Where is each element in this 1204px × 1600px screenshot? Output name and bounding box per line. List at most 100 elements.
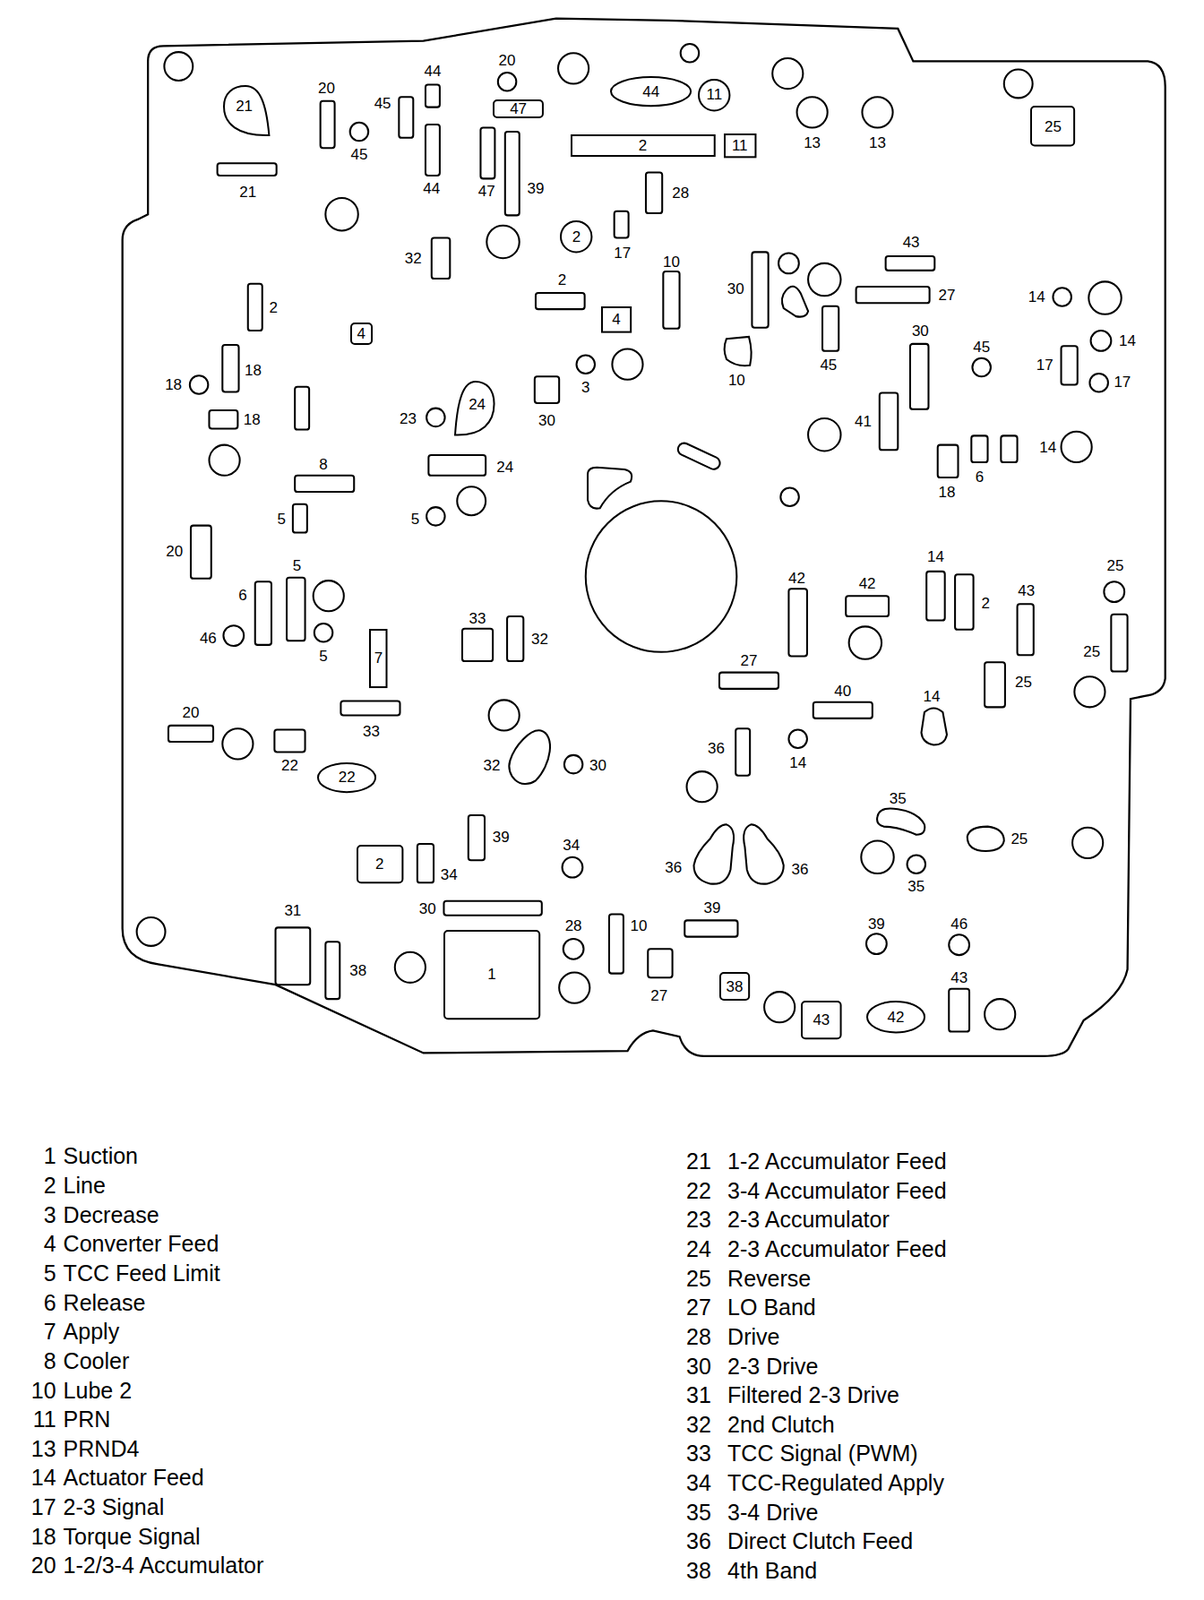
passage-slot bbox=[468, 815, 485, 860]
passage-hole bbox=[350, 122, 370, 142]
callout-number: 44 bbox=[423, 62, 441, 78]
passage-hole bbox=[163, 51, 193, 81]
callout-number: 28 bbox=[565, 918, 583, 934]
passage-hole bbox=[208, 445, 240, 476]
passage-hole bbox=[1103, 581, 1125, 602]
passage-hole bbox=[984, 998, 1015, 1030]
legend-entry: Suction bbox=[63, 1144, 138, 1168]
passage-slot bbox=[292, 504, 308, 534]
legend-entry: 8 bbox=[43, 1349, 57, 1372]
legend-entry: Torque Signal bbox=[63, 1524, 201, 1548]
callout-number: 39 bbox=[868, 915, 886, 931]
callout-number: 5 bbox=[318, 648, 327, 664]
legend-entry: 36 bbox=[686, 1530, 712, 1553]
legend-entry: 31 bbox=[686, 1384, 712, 1407]
passage-hole bbox=[1091, 330, 1112, 352]
passage-slot bbox=[255, 581, 272, 645]
passage-slot bbox=[926, 571, 946, 621]
callout-number: 39 bbox=[526, 180, 544, 196]
passage-hole bbox=[395, 952, 426, 983]
callout-number: 30 bbox=[538, 412, 556, 429]
callout-number: 27 bbox=[938, 287, 956, 303]
callout-number: 8 bbox=[318, 456, 327, 473]
legend-entry: 3 bbox=[43, 1203, 57, 1226]
passage-number: 2 bbox=[572, 229, 581, 245]
passage-hole bbox=[788, 729, 808, 749]
passage-slot bbox=[1000, 435, 1017, 463]
passage-slot bbox=[647, 948, 672, 978]
legend-entry: TCC Signal (PWM) bbox=[727, 1442, 919, 1465]
passage-hole bbox=[808, 263, 841, 296]
callout-number: 13 bbox=[868, 135, 886, 151]
legend-entry: 35 bbox=[686, 1500, 712, 1523]
callout-number: 35 bbox=[907, 877, 925, 894]
callout-number: 44 bbox=[422, 180, 440, 196]
legend-entry: 25 bbox=[686, 1266, 712, 1290]
callout-number: 14 bbox=[1039, 438, 1057, 455]
callout-number: 2 bbox=[558, 272, 567, 288]
callout-number: 25 bbox=[1083, 643, 1101, 659]
passage-blob bbox=[508, 730, 551, 784]
passage-slot bbox=[662, 271, 680, 329]
legend-entry: 24 bbox=[686, 1238, 712, 1261]
passage-hole bbox=[860, 841, 894, 874]
callout-number: 14 bbox=[1028, 289, 1046, 305]
legend-entry: 1-2 Accumulator Feed bbox=[727, 1150, 947, 1173]
passage-number: 4 bbox=[356, 326, 365, 342]
callout-number: 25 bbox=[1010, 831, 1028, 847]
passage-slot bbox=[954, 574, 974, 630]
callout-number: 20 bbox=[318, 79, 336, 95]
passage-slot bbox=[885, 256, 936, 271]
passage-hole bbox=[907, 855, 927, 875]
passage-slot bbox=[505, 131, 520, 215]
passage-number: 42 bbox=[887, 1009, 905, 1025]
passage-blob bbox=[967, 826, 1005, 852]
passage-slot bbox=[645, 172, 663, 215]
legend-entry: Line bbox=[63, 1174, 106, 1197]
legend-entry: 4 bbox=[43, 1232, 57, 1256]
legend-entry: 13 bbox=[31, 1436, 57, 1460]
passage-hole bbox=[562, 857, 584, 878]
plate-outline bbox=[122, 18, 1166, 1057]
passage-slot bbox=[534, 376, 559, 404]
callout-number: 45 bbox=[972, 339, 990, 355]
passage-slot bbox=[340, 701, 400, 716]
callout-number: 41 bbox=[854, 413, 872, 430]
passage-hole bbox=[314, 623, 334, 643]
passage-slot bbox=[425, 85, 440, 108]
callout-number: 36 bbox=[664, 860, 682, 876]
legend-entry: 21 bbox=[686, 1150, 712, 1173]
passage-hole bbox=[223, 625, 244, 646]
passage-hole bbox=[137, 917, 166, 946]
callout-number: 10 bbox=[630, 918, 648, 934]
legend-entry: 7 bbox=[43, 1320, 57, 1343]
passage-box: 47 bbox=[492, 99, 544, 119]
passage-blob bbox=[743, 824, 784, 884]
legend-entry: 3-4 Accumulator Feed bbox=[727, 1178, 947, 1202]
legend-entry: 17 bbox=[31, 1496, 57, 1519]
passage-slot bbox=[294, 475, 354, 492]
callout-number: 25 bbox=[1014, 673, 1032, 689]
passage-slot bbox=[948, 989, 970, 1032]
passage-hole bbox=[849, 626, 882, 659]
passage-blob bbox=[694, 824, 735, 884]
callout-number: 5 bbox=[411, 510, 420, 526]
passage-hole bbox=[1052, 287, 1072, 307]
callout-number: 18 bbox=[243, 412, 261, 428]
passage-hole bbox=[1072, 827, 1103, 859]
passage-slot bbox=[676, 440, 723, 472]
passage-number: 25 bbox=[1044, 119, 1062, 135]
passage-hole bbox=[426, 507, 446, 526]
passage-blob bbox=[877, 808, 925, 835]
passage-slot bbox=[398, 96, 413, 138]
callout-number: 18 bbox=[164, 377, 182, 393]
callout-number: 23 bbox=[399, 410, 417, 426]
legend-entry: 2 bbox=[43, 1174, 57, 1197]
passage-box: 44 bbox=[610, 76, 692, 107]
legend-entry: Drive bbox=[727, 1324, 780, 1348]
passage-hole bbox=[1089, 373, 1109, 393]
passage-hole bbox=[498, 72, 517, 92]
passage-box: 11 bbox=[697, 78, 731, 112]
legend-entry: Filtered 2-3 Drive bbox=[727, 1384, 900, 1407]
